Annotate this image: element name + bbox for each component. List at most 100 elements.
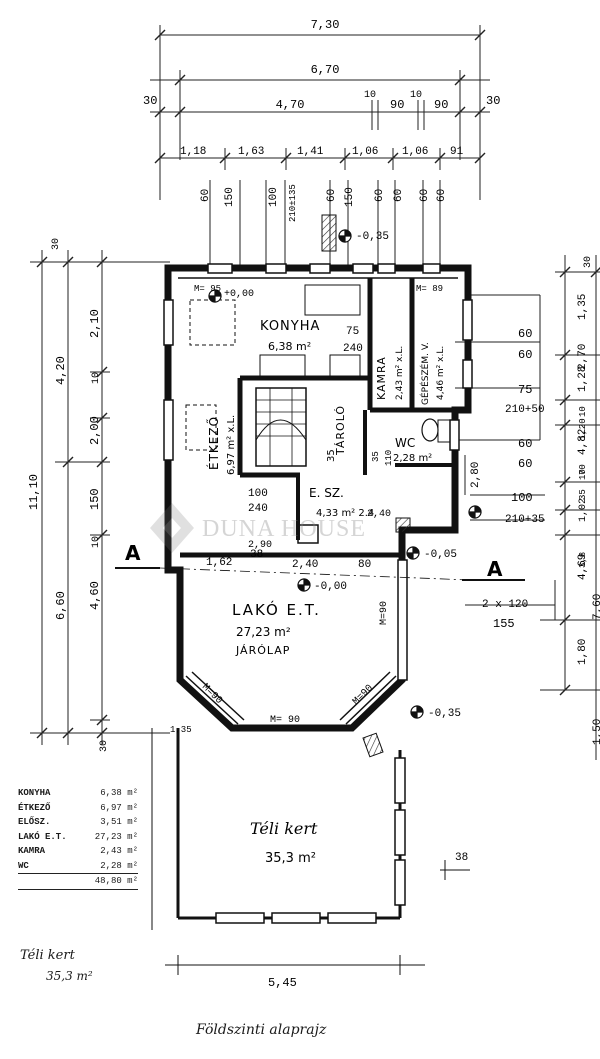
dim-right-10a: 10 [578,406,588,417]
dim-v240c: 2,40 [367,509,391,520]
dim-left-c: 2,10 [88,309,102,338]
opening-8: 60 [419,189,431,202]
dim-v75: 75 [346,326,359,338]
dim-right-482: 4,82 [577,429,589,455]
dim-v240: 240 [343,343,363,355]
section-mark-right: A [487,557,503,581]
area-row-name: KAMRA [18,846,46,856]
dim-d38b: 38 [455,852,468,864]
dim-v290: 2,90 [248,540,272,551]
dim-right-70: 70 [578,464,588,475]
room-teli-name: Téli kert [250,819,318,838]
opening-5: 150 [344,187,356,207]
room-tarolo-dim: 35 [326,449,337,462]
area-row-value: 6,38 m² [100,788,138,798]
level-l3: -0,05 [424,549,457,561]
level-labels: -0,35 +0,00 -0,05 -0,00 -0,35 [224,231,461,720]
teli-note: Téli kert 35,3 m² [20,946,93,986]
level-marker-icon [338,229,352,243]
dim-left-h: 4,60 [88,581,102,610]
room-eloszoba-area: 4,33 m² 2.4 [316,508,374,519]
dim-row3-2: 1,41 [297,146,324,158]
area-table: KONYHA 6,38 m² ÉTKEZŐ 6,97 m² ELŐSZ. 3,5… [18,786,138,890]
dim-row3-0: 1,18 [180,146,206,158]
room-lako-floor: JÁRÓLAP [235,644,290,657]
bay-window [185,671,397,725]
win-2x120: 2 x 120 [482,599,528,611]
dim-m95: M= 95 [194,284,221,294]
level-marker-icon [468,505,482,519]
dim-m89: M= 89 [416,284,443,294]
teli-note-area: 35,3 m² [46,969,93,983]
area-row: KONYHA 6,38 m² [18,786,138,801]
level-l1: -0,35 [356,231,389,243]
opening-1: 150 [224,187,236,207]
level-markers [208,229,482,719]
room-labels: KONYHA 6,38 m² ÉTKEZŐ 6,97 m² x.L. TÁROL… [206,319,446,866]
hatched-columns [321,214,411,758]
area-row: KAMRA 2,43 m² [18,844,138,859]
winter-garden [151,728,470,975]
watermark-text: DUNA HOUSE [202,516,366,542]
right-dimension-ticks [559,266,600,696]
area-row: ELŐSZ. 3,51 m² [18,815,138,830]
win-210-35: 210+35 [505,514,545,526]
room-gepesz-area: 4,46 m² x.L. [436,346,446,400]
win-60a: 60 [518,327,532,341]
opening-9: 60 [436,189,448,202]
top-dimension-ticks [154,29,486,164]
win-75: 75 [518,383,532,397]
room-lako-area: 27,23 m² [236,625,291,639]
dim-right-120: 1,20 [578,418,588,440]
dim-v100: 100 [248,488,268,500]
win-155: 155 [493,617,515,631]
dim-right-135: 1,35 [577,294,589,320]
dim-d162: 1,62 [206,557,232,569]
room-etkezo-area: 6,97 m² x.L. [226,415,237,475]
area-row-value: 2,43 m² [100,846,138,856]
room-eloszoba-name: E. SZ. [309,486,344,500]
opening-6: 60 [374,189,386,202]
section-mark-left: A [125,541,141,565]
area-row-name: ELŐSZ. [18,817,51,827]
room-kamra-name: KAMRA [375,356,388,400]
room-wc-area: 2,28 m² [393,453,432,464]
dim-left-total: 11,10 [27,474,41,510]
dim-left-f: 150 [88,488,102,510]
opening-0: 60 [200,189,212,202]
teli-note-name: Téli kert [20,948,75,963]
area-row: WC 2,28 m² [18,859,138,874]
dim-left-g: 10 [91,536,102,548]
area-row-name: KONYHA [18,788,51,798]
area-row-value: 6,97 m² [100,802,138,813]
dim-d545: 5,45 [268,976,297,990]
level-l2: +0,00 [224,289,254,300]
dim-right-760: 7,60 [592,594,600,620]
area-row-name: ÉTKEZŐ [18,802,51,813]
area-row: ÉTKEZŐ 6,97 m² [18,801,138,816]
dim-right-30: 30 [583,256,594,268]
room-kamra-area: 2,43 m² x.L. [395,346,405,400]
dim-v240b: 240 [248,503,268,515]
opening-3: 210±135 [288,184,298,222]
dim-right-38: 3,8 [578,552,588,568]
dim-d38: 38 [250,549,263,561]
area-total: 48,80 m² [94,876,138,886]
top-dimension-lines [150,25,490,265]
dim-left-top: 30 [51,238,62,250]
dim-left-margin: 30 [143,94,157,108]
watermark-logo [150,503,194,553]
area-total-row: 48,80 m² [18,874,138,890]
dim-left-bottom: 30 [99,740,110,752]
dim-left-d: 10 [91,372,102,384]
dim-left-a: 4,20 [54,356,68,385]
level-marker-icon [297,578,311,592]
room-etkezo-name: ÉTKEZŐ [206,416,221,470]
dim-inner: 6,70 [311,63,340,77]
dim-s35: 35 [371,451,381,462]
dim-row3-5: 91 [450,146,464,158]
right-dimension-labels: 30 1,35 2,70 1,28 10 4,82 1,20 10 35 70 … [470,256,600,745]
dim-right-469: 4,69 [577,554,589,580]
dim-right-35: 35 [578,489,588,500]
